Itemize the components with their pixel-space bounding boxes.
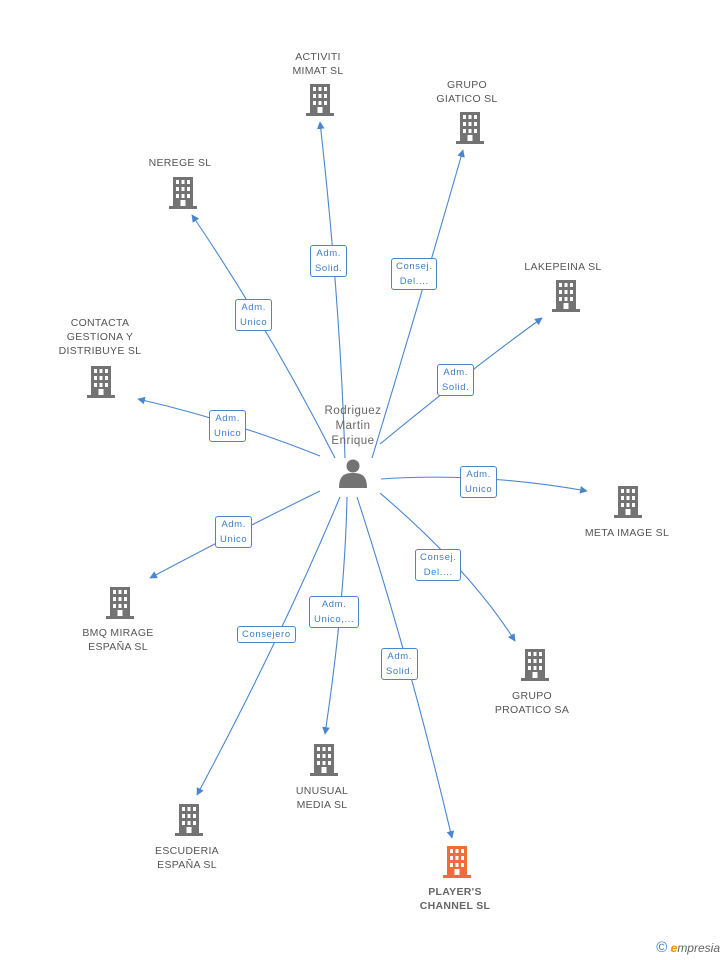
company-label-players-channel[interactable]: PLAYER'S CHANNEL SL: [419, 886, 491, 912]
building-icon[interactable]: [306, 84, 334, 116]
building-icon[interactable]: [614, 486, 642, 518]
company-label-lakepeina[interactable]: LAKEPEINA SL: [524, 261, 602, 273]
relation-edge-escuderia: [196, 496, 341, 796]
relation-label-nerege[interactable]: Adm. Unico: [235, 299, 273, 331]
relation-label-bmq-mirage[interactable]: Adm. Unico: [215, 516, 253, 548]
company-label-escuderia[interactable]: ESCUDERIA ESPAÑA SL: [155, 845, 219, 871]
relation-edge-activiti: [316, 121, 346, 459]
person-name: Rodriguez Martin Enrique: [324, 405, 382, 447]
relation-label-unusual-media[interactable]: Adm. Unico,...: [309, 596, 360, 628]
building-icon[interactable]: [456, 112, 484, 144]
building-icon[interactable]: [169, 177, 197, 209]
company-label-unusual-media[interactable]: UNUSUAL MEDIA SL: [295, 785, 349, 811]
company-label-nerege[interactable]: NEREGE SL: [148, 157, 212, 169]
company-label-bmq-mirage[interactable]: BMQ MIRAGE ESPAÑA SL: [82, 627, 154, 653]
building-icon[interactable]: [521, 649, 549, 681]
relation-label-grupo-giatico[interactable]: Consej. Del....: [391, 258, 438, 290]
building-icon[interactable]: [106, 587, 134, 619]
company-label-contacta[interactable]: CONTACTA GESTIONA Y DISTRIBUYE SL: [58, 317, 142, 357]
relation-edge-nerege: [191, 214, 336, 459]
relation-label-meta-image[interactable]: Adm. Unico: [460, 466, 498, 498]
person-icon[interactable]: [339, 459, 367, 489]
relation-label-activiti[interactable]: Adm. Solid.: [310, 245, 348, 277]
relation-label-contacta[interactable]: Adm. Unico: [209, 410, 247, 442]
relation-label-grupo-proatico[interactable]: Consej. Del....: [415, 549, 462, 581]
building-icon[interactable]: [552, 280, 580, 312]
brand-logo-text: mpresia: [677, 941, 720, 955]
building-icon[interactable]: [175, 804, 203, 836]
company-label-activiti[interactable]: ACTIVITI MIMAT SL: [292, 51, 344, 77]
relation-edge-grupo-giatico: [371, 149, 465, 459]
company-label-meta-image[interactable]: META IMAGE SL: [584, 527, 670, 539]
company-label-grupo-giatico[interactable]: GRUPO GIATICO SL: [436, 79, 498, 105]
relation-label-escuderia[interactable]: Consejero: [237, 626, 296, 643]
company-label-grupo-proatico[interactable]: GRUPO PROATICO SA: [494, 690, 570, 716]
copyright-icon: ©: [656, 939, 668, 956]
copyright-notice: © empresia: [656, 939, 720, 956]
building-icon[interactable]: [87, 366, 115, 398]
building-icon[interactable]: [310, 744, 338, 776]
relation-label-players-channel[interactable]: Adm. Solid.: [381, 648, 419, 680]
relation-label-lakepeina[interactable]: Adm. Solid.: [437, 364, 475, 396]
brand-logo-initial: e: [670, 941, 678, 955]
building-icon[interactable]: [443, 846, 471, 878]
